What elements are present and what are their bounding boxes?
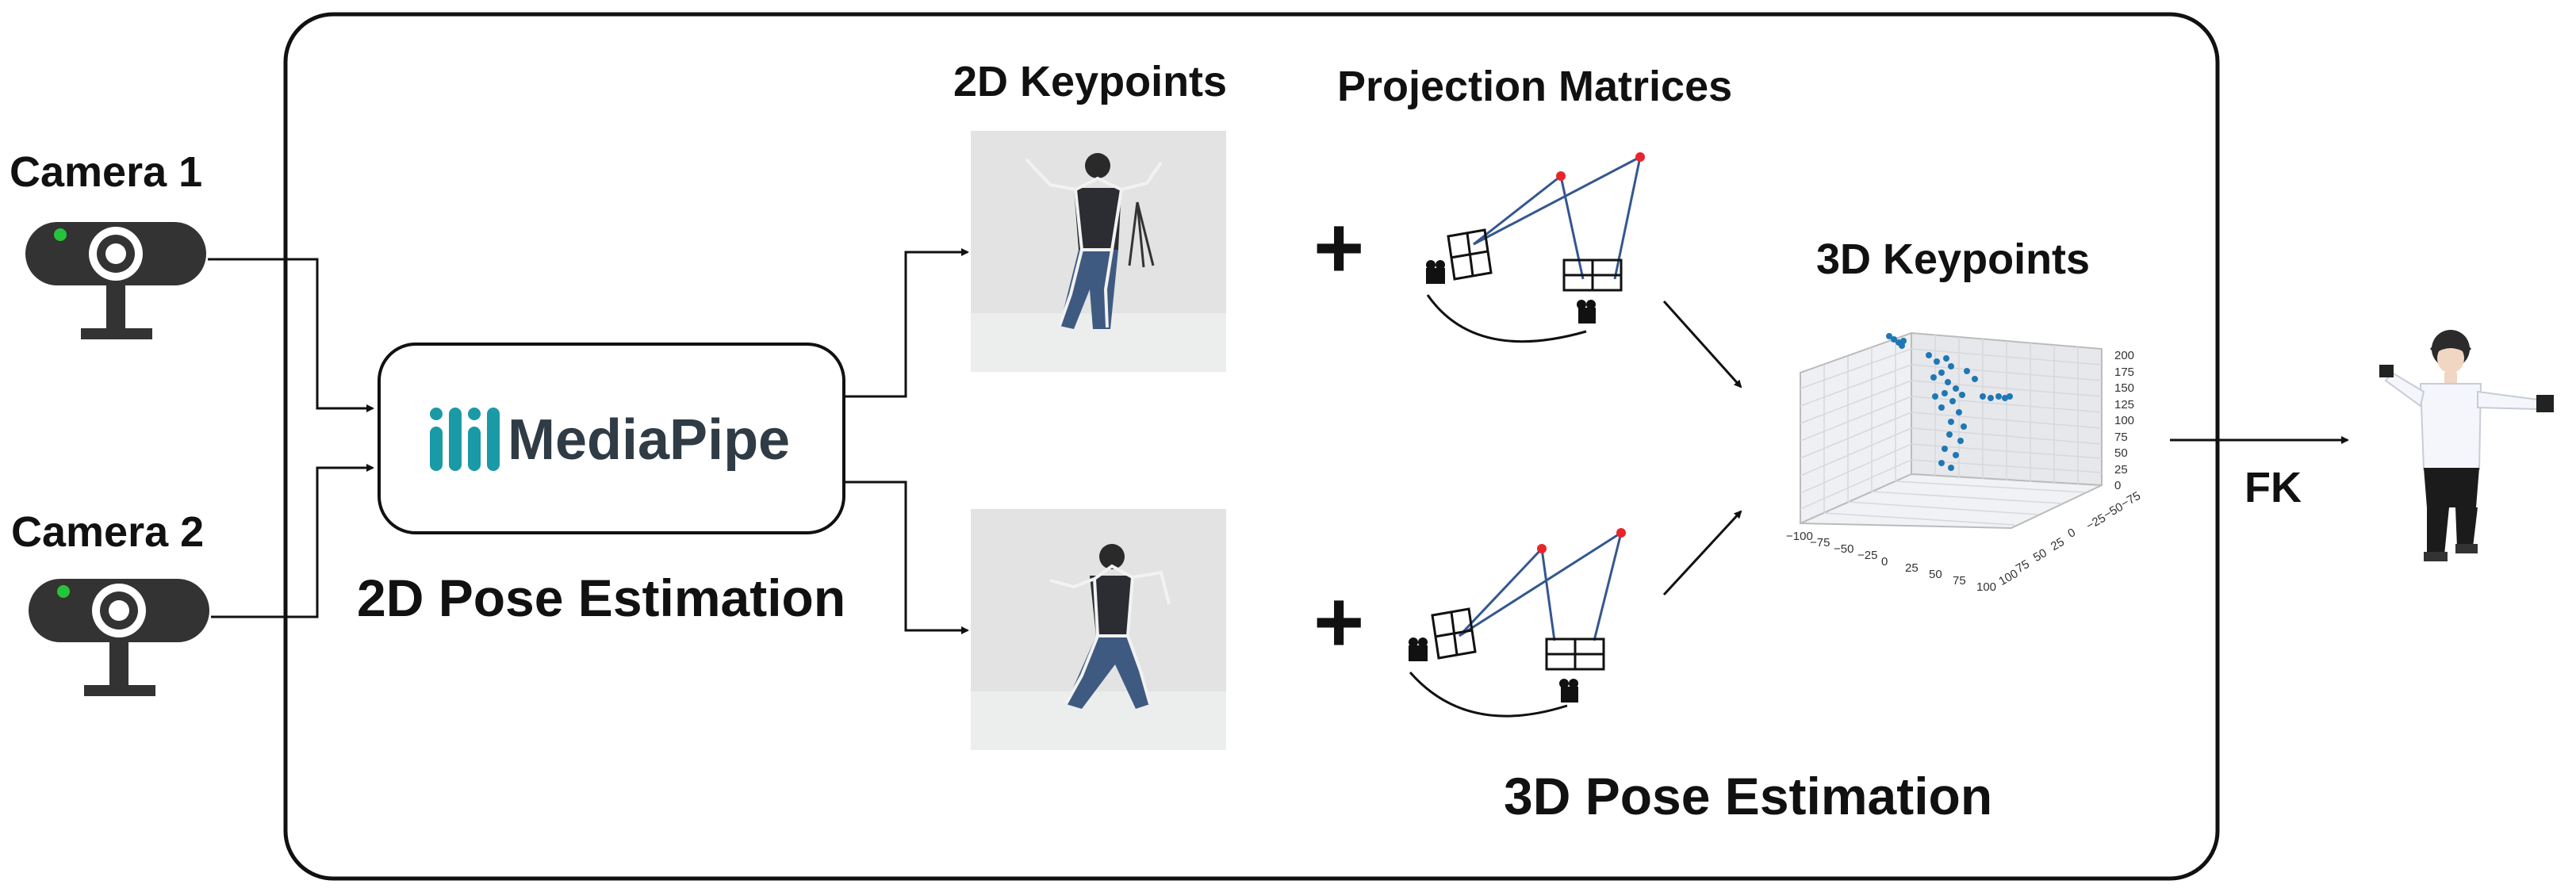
camera-2-label: Camera 2 — [11, 508, 205, 556]
scatter-tick-label: −25 — [1857, 549, 1878, 562]
dancer-skeleton-bottom — [971, 509, 1226, 750]
projection-matrices-label: Projection Matrices — [1337, 63, 1733, 110]
keypoints-2d-label: 2D Keypoints — [953, 58, 1228, 105]
mediapipe-connectors — [845, 248, 969, 634]
camera-1-icon — [25, 222, 206, 339]
scatter-tick-label: −50 — [1834, 542, 1854, 556]
pose-3d-label: 3D Pose Estimation — [1504, 767, 1993, 825]
scatter-tick-label: 0 — [1881, 555, 1888, 569]
scatter-tick-label: 0 — [2114, 479, 2122, 492]
scatter-tick-label: 50 — [1929, 568, 1942, 581]
scatter-tick-label: 175 — [2114, 365, 2135, 379]
plus-sign-top: + — [1313, 199, 1365, 297]
mediapipe-logo-text: MediaPipe — [508, 408, 791, 472]
dancer-skeleton-top — [971, 131, 1226, 372]
camera-2-icon — [29, 579, 209, 696]
scatter-tick-label: 150 — [2114, 381, 2135, 395]
projection-diagram-bottom — [1409, 528, 1626, 718]
mediapipe-logo-icon — [430, 408, 500, 471]
scatter-tick-label: −75 — [1810, 536, 1830, 549]
scatter-tick-label: 100 — [1976, 580, 1997, 594]
scatter-tick-label: 25 — [2114, 462, 2128, 477]
keypoints-3d-label: 3D Keypoints — [1816, 235, 2091, 283]
pipeline-frame — [283, 12, 2220, 881]
scatter-tick-label: 125 — [2114, 397, 2135, 412]
fk-label: FK — [2244, 464, 2302, 511]
to-3d-arrows — [1662, 300, 1742, 596]
scatter-tick-label: −100 — [1786, 530, 1813, 543]
scatter-tick-label: 75 — [1953, 574, 1966, 588]
scatter-tick-label: 75 — [2114, 430, 2128, 444]
plus-sign-bottom: + — [1313, 573, 1365, 671]
keypoints-2d-photo-bottom — [971, 509, 1226, 750]
scatter-tick-label: 50 — [2114, 446, 2128, 460]
camera-1-label: Camera 1 — [10, 148, 203, 196]
pose-2d-label: 2D Pose Estimation — [357, 569, 846, 627]
mediapipe-box: MediaPipe — [378, 343, 845, 534]
scatter-tick-label: 100 — [2114, 414, 2135, 427]
projection-diagram-top — [1426, 152, 1645, 343]
avatar-figure — [2379, 330, 2554, 561]
scatter-tick-label: 200 — [2114, 349, 2135, 362]
scatter-3d-plot — [1800, 331, 2103, 530]
scatter-tick-label: 25 — [1905, 561, 1919, 575]
keypoints-2d-photo-top — [971, 131, 1226, 372]
camera-connectors — [208, 258, 374, 618]
